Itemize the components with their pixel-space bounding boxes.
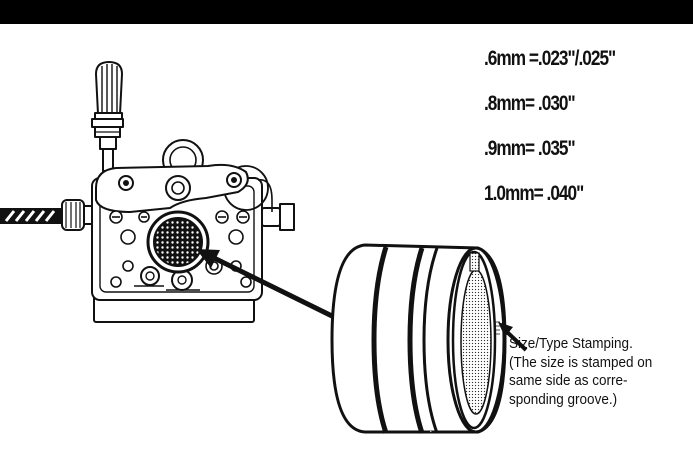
wire-size-2: .9mm= .035": [484, 137, 576, 160]
caption-line: sponding groove.): [509, 390, 618, 408]
pointer-arrow: [196, 249, 334, 319]
stamping-arrow: [498, 322, 528, 352]
wire-conduit: [0, 208, 65, 224]
caption-line: same side as corre-: [509, 372, 628, 389]
wire-size-list: .6mm =.023"/.025" .8mm= .030" .9mm= .035…: [484, 42, 644, 222]
caption-line: (The size is stamped on: [509, 353, 653, 371]
drive-roll-enlarged: [330, 243, 507, 434]
stamping-caption: Size/Type Stamping. (The size is stamped…: [509, 335, 675, 409]
wire-size-3: 1.0mm= .040": [484, 182, 584, 205]
wire-size-1: .8mm= .030": [484, 92, 576, 115]
wire-feeder-assembly: [0, 61, 295, 323]
caption-line: Size/Type Stamping.: [509, 335, 633, 352]
wire-size-0: .6mm =.023"/.025": [484, 47, 616, 70]
header-bar: [0, 0, 693, 24]
